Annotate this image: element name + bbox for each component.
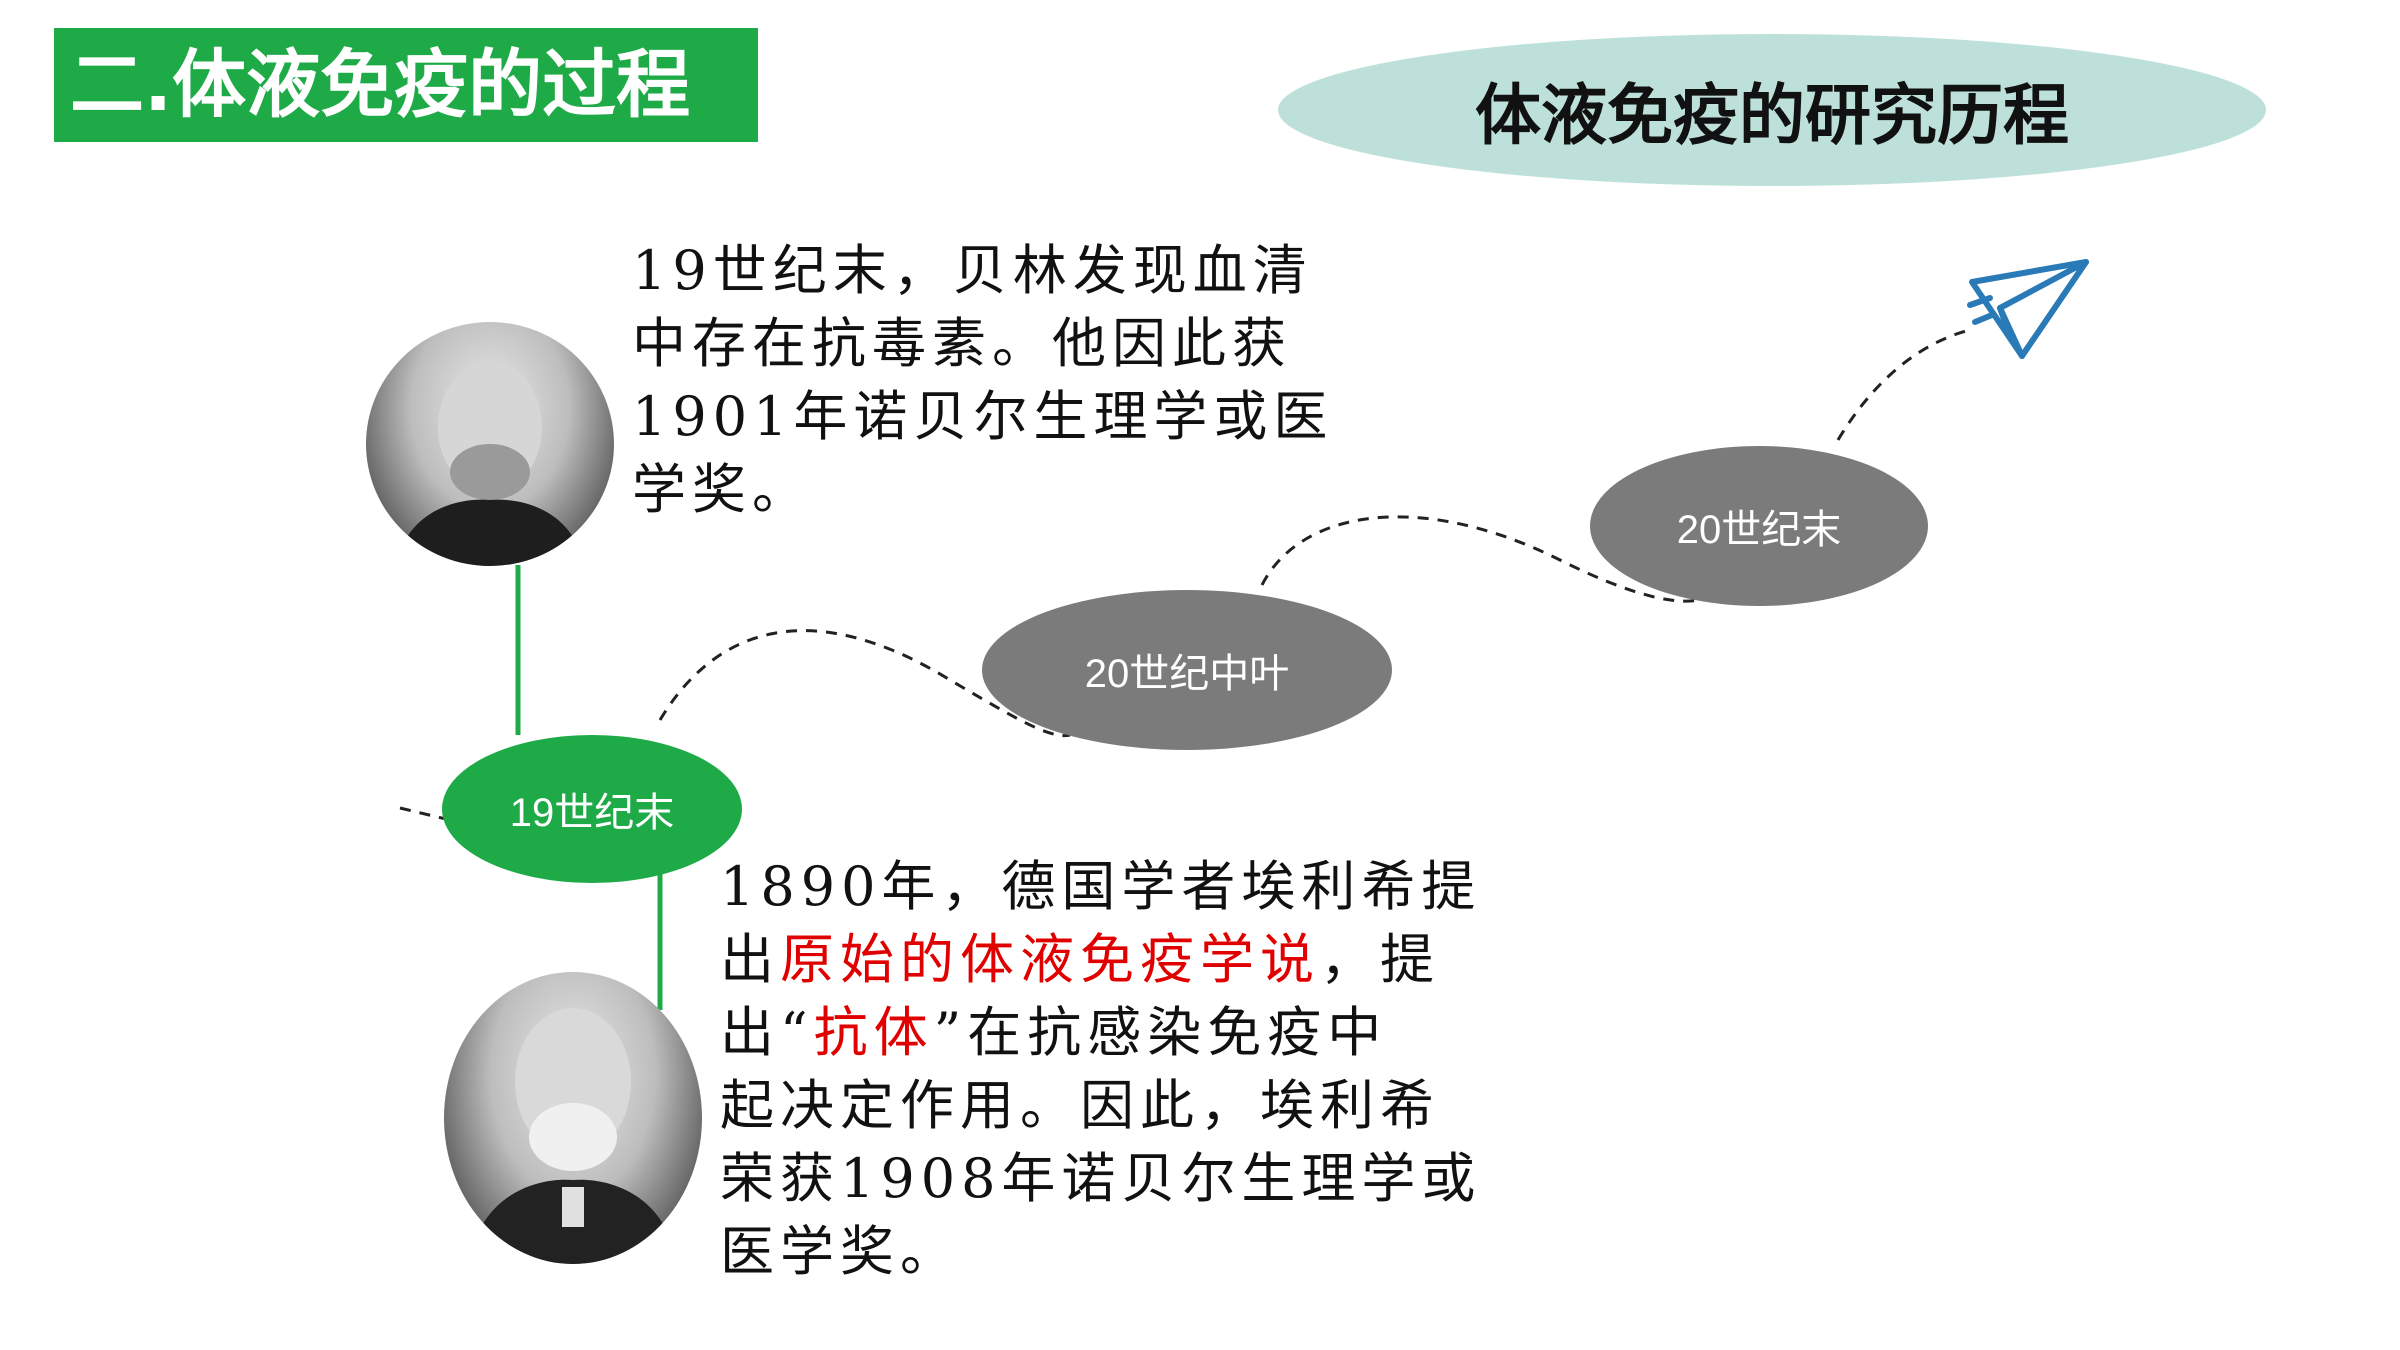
highlight-theory: 原始的体液免疫学说 [780,928,1320,991]
text-segment: ，提 [1320,928,1440,991]
text-line: 学奖。 [632,458,812,521]
highlight-antibody: 抗体 [813,1001,934,1064]
text-line: 医学奖。 [720,1220,960,1283]
timeline-node-19th-century-end[interactable]: 19世纪末 [442,735,742,883]
timeline-node-20th-century-end[interactable]: 20世纪末 [1590,446,1928,606]
timeline-dashed-path [399,328,1971,822]
portrait-silhouette-icon [396,361,584,566]
header-pill: 体液免疫的研究历程 [1278,34,2266,186]
timeline-node-label: 20世纪中叶 [1084,652,1290,696]
paper-plane-icon [1967,259,2089,359]
text-line: 19世纪末，贝林发现血清 [632,239,1313,302]
behring-description: 19世纪末，贝林发现血清 中存在抗毒素。他因此获 1901年诺贝尔生理学或医 学… [632,234,1333,526]
text-line: 起决定作用。因此，埃利希 [720,1074,1440,1137]
section-title: 二.体液免疫的过程 [54,28,758,142]
text-segment: 出“ [720,1001,814,1064]
ehrlich-portrait [444,972,702,1264]
text-line: 中存在抗毒素。他因此获 [632,312,1292,375]
text-line: 出原始的体液免疫学说，提 [720,923,1481,996]
timeline-node-label: 20世纪末 [1676,508,1842,552]
header-title: 体液免疫的研究历程 [1475,77,2069,154]
text-line: 荣获1908年诺贝尔生理学或 [720,1147,1482,1210]
text-line: 1890年，德国学者埃利希提 [720,855,1482,918]
timeline-node-label: 19世纪末 [509,791,675,835]
timeline-node-20th-century-mid[interactable]: 20世纪中叶 [982,590,1392,750]
text-segment: 出 [720,928,780,991]
portrait-silhouette-icon [469,1008,677,1264]
ehrlich-description: 1890年，德国学者埃利希提 出原始的体液免疫学说，提 出“抗体”在抗感染免疫中… [720,850,1481,1288]
behring-portrait [366,322,614,566]
text-segment: ”在抗感染免疫中 [933,1001,1388,1064]
text-line: 出“抗体”在抗感染免疫中 [720,996,1481,1069]
text-line: 1901年诺贝尔生理学或医 [632,385,1334,448]
